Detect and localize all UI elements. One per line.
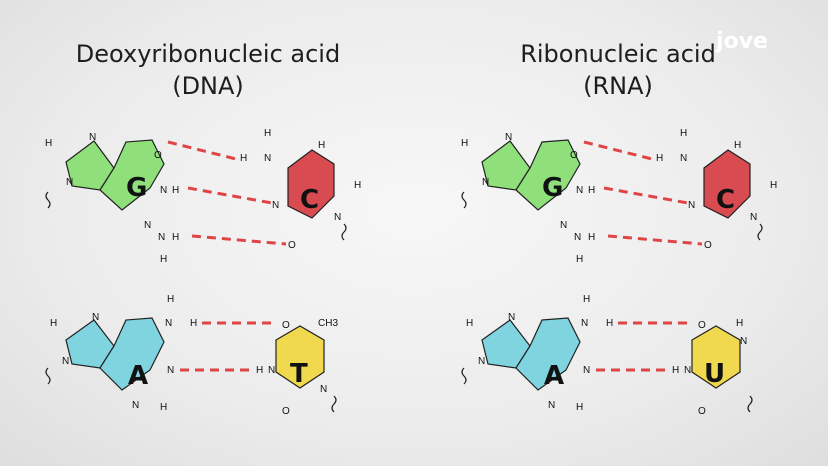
atom-n: N [144, 220, 151, 231]
atom-h: H [264, 128, 271, 139]
atom-h: H [172, 232, 179, 243]
adenine-letter: A [544, 361, 564, 391]
atom-h: H [588, 185, 595, 196]
rna-au-hydrogen-bonds [596, 321, 692, 372]
dna-adenine: A N H N H N H N N H [45, 294, 197, 413]
dna-guanine: G N H N O N H N N H H [45, 132, 179, 265]
atom-n: N [158, 232, 165, 243]
atom-n: N [167, 365, 174, 376]
rna-adenine: A N H N H N H N N H [461, 294, 613, 413]
rna-uracil: U O H N H N O [672, 318, 753, 417]
atom-h: H [576, 402, 583, 413]
atom-n: N [478, 356, 485, 367]
rna-guanine: G N H N O N H N N H H [461, 132, 595, 265]
atom-n: N [688, 200, 695, 211]
cytosine-letter: C [300, 185, 319, 215]
atom-o: O [282, 320, 290, 331]
atom-n: N [576, 185, 583, 196]
atom-h: H [190, 318, 197, 329]
dna-cytosine: C H N H H H N N O [240, 128, 361, 251]
atom-n: N [132, 400, 139, 411]
atom-h: H [318, 140, 325, 151]
atom-n: N [560, 220, 567, 231]
atom-n: N [165, 318, 172, 329]
atom-h: H [576, 254, 583, 265]
atom-h: H [45, 138, 52, 149]
atom-n: N [684, 365, 691, 376]
atom-n: N [334, 212, 341, 223]
atom-h: H [167, 294, 174, 305]
atom-n: N [581, 318, 588, 329]
atom-h: H [680, 128, 687, 139]
dna-subtitle: (DNA) [172, 72, 244, 100]
guanine-letter: G [126, 173, 147, 203]
atom-h: H [588, 232, 595, 243]
atom-n: N [482, 177, 489, 188]
atom-o: O [704, 240, 712, 251]
atom-h: H [734, 140, 741, 151]
jove-logo: jove [715, 29, 768, 54]
dna-at-hydrogen-bonds [180, 321, 276, 372]
atom-h: H [50, 318, 57, 329]
thymine-letter: T [290, 359, 308, 389]
rna-cytosine: C H N H H H N N O [656, 128, 777, 251]
atom-n: N [583, 365, 590, 376]
adenine-letter: A [128, 361, 148, 391]
atom-h: H [466, 318, 473, 329]
atom-n: N [92, 312, 99, 323]
atom-o: O [570, 150, 578, 161]
atom-o: O [288, 240, 296, 251]
atom-h: H [354, 180, 361, 191]
atom-h: H [240, 153, 247, 164]
atom-h: H [160, 402, 167, 413]
atom-h: H [583, 294, 590, 305]
rna-gc-hydrogen-bonds [583, 140, 703, 246]
atom-n: N [548, 400, 555, 411]
dna-title: Deoxyribonucleic acid [76, 40, 340, 68]
atom-n: N [66, 177, 73, 188]
atom-n: N [160, 185, 167, 196]
atom-n: N [740, 336, 747, 347]
atom-h: H [672, 365, 679, 376]
atom-n: N [508, 312, 515, 323]
rna-title: Ribonucleic acid [520, 40, 716, 68]
atom-h: H [770, 180, 777, 191]
atom-n: N [62, 356, 69, 367]
atom-o: O [154, 150, 162, 161]
atom-h: H [160, 254, 167, 265]
atom-h: H [172, 185, 179, 196]
methyl-label: CH3 [318, 318, 338, 329]
atom-n: N [272, 200, 279, 211]
atom-n: N [680, 153, 687, 164]
atom-o: O [698, 406, 706, 417]
atom-o: O [698, 320, 706, 331]
uracil-letter: U [704, 359, 725, 389]
atom-n: N [320, 384, 327, 395]
dna-thymine: T O CH3 H N N O [256, 318, 338, 417]
guanine-letter: G [542, 173, 563, 203]
atom-h: H [656, 153, 663, 164]
atom-h: H [606, 318, 613, 329]
atom-n: N [89, 132, 96, 143]
atom-n: N [268, 365, 275, 376]
atom-n: N [264, 153, 271, 164]
dna-gc-hydrogen-bonds [167, 140, 287, 246]
atom-n: N [574, 232, 581, 243]
atom-h: H [736, 318, 743, 329]
cytosine-letter: C [716, 185, 735, 215]
atom-o: O [282, 406, 290, 417]
atom-h: H [256, 365, 263, 376]
atom-n: N [505, 132, 512, 143]
rna-subtitle: (RNA) [583, 72, 653, 100]
atom-h: H [461, 138, 468, 149]
atom-n: N [750, 212, 757, 223]
